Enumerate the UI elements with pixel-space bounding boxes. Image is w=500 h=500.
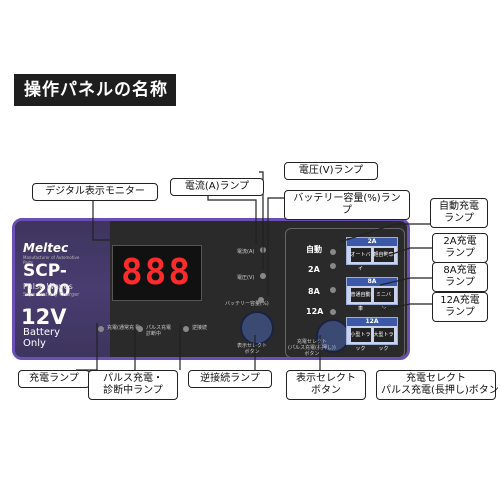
charge-lamp — [98, 326, 104, 332]
capacity-lamp — [258, 297, 264, 303]
callout-8a-lamp: 8A充電 ランプ — [432, 262, 488, 292]
display-select-label: 表示セレクト ボタン — [237, 343, 268, 355]
model-sub1: Pulse Waves — [23, 282, 73, 291]
minivan-icon: ミニバン — [373, 288, 394, 312]
charge-select-button[interactable] — [316, 319, 350, 353]
model-sub2: Super Battery Charger — [23, 292, 80, 298]
brand-logo: Meltec — [23, 241, 69, 255]
large-truck-icon: 大型トラック — [373, 328, 394, 352]
callout-charge-lamp: 充電ランプ — [18, 370, 90, 388]
mode-2a-label: 2A — [308, 265, 320, 274]
box-2a-title: 2A — [347, 238, 397, 246]
small-truck-icon: 小型トラック — [350, 328, 371, 352]
mode-12a-lamp — [330, 309, 336, 315]
reverse-status-label: 逆接続 — [192, 325, 208, 331]
mode-2a-lamp — [330, 263, 336, 269]
callout-display-select: 表示セレクト ボタン — [286, 370, 366, 400]
callout-pulse-lamp: パルス充電・ 診断中ランプ — [88, 370, 178, 400]
display-select-button[interactable] — [240, 311, 274, 345]
mode-8a-label: 8A — [308, 287, 320, 296]
voltage-lamp — [260, 273, 266, 279]
reverse-lamp — [183, 326, 189, 332]
mode-8a-lamp — [330, 287, 336, 293]
control-panel: Meltec Manufacturer of Automotive Parts … — [12, 218, 410, 360]
kei-car-icon: 軽自動車 — [373, 248, 394, 262]
current-lamp-label: 電流(A) — [237, 249, 255, 255]
callout-voltage-lamp: 電圧(V)ランプ — [284, 162, 378, 180]
callout-capacity-lamp: バッテリー容量(%)ランプ — [284, 190, 410, 220]
callout-2a-lamp: 2A充電 ランプ — [432, 233, 488, 263]
box-8a-title: 8A — [347, 278, 397, 286]
callout-charge-select: 充電セレクト パルス充電(長押し)ボタン — [376, 370, 499, 400]
page-title: 操作パネルの名称 — [14, 74, 176, 106]
charge-mode-area: 自動 2A 8A 12A 充電セレクト (パルス充電(長押し)) ボタン 2A … — [285, 228, 405, 357]
mode-12a-label: 12A — [306, 307, 324, 316]
battery-only-label: Battery Only — [23, 327, 60, 349]
callout-auto-lamp: 自動充電 ランプ — [430, 198, 488, 228]
brand-subtitle: Manufacturer of Automotive Parts — [23, 255, 80, 265]
digital-display: 888 — [112, 245, 202, 301]
battery-line1: Battery — [23, 327, 61, 338]
mode-auto-label: 自動 — [306, 245, 322, 254]
display-digits: 888 — [121, 252, 193, 293]
callout-reverse-lamp: 逆接続ランプ — [188, 370, 272, 388]
panel-brand-area: Meltec Manufacturer of Automotive Parts … — [15, 221, 110, 357]
voltage-label: 12V — [21, 305, 67, 329]
auto-mode-lamp — [330, 249, 336, 255]
capacity-lamp-label: バッテリー容量(%) — [225, 301, 269, 307]
current-lamp — [260, 247, 266, 253]
charge-select-label: 充電セレクト (パルス充電(長押し)) ボタン — [288, 339, 336, 357]
box-2a: 2A オートバイ 軽自動車 — [346, 237, 398, 272]
pulse-status-label: パルス充電 診断中 — [146, 325, 172, 337]
model-name: SCP-1200 — [23, 261, 71, 301]
callout-12a-lamp: 12A充電 ランプ — [432, 292, 488, 322]
voltage-lamp-label: 電圧(V) — [237, 275, 255, 281]
car-icon: 普通自動車 — [350, 288, 371, 312]
box-12a: 12A 小型トラック 大型トラック — [346, 317, 398, 352]
callout-current-lamp: 電流(A)ランプ — [170, 178, 264, 196]
charge-status-label: 充電(通常充電) — [107, 325, 141, 331]
callout-digital-display: デジタル表示モニター — [32, 183, 158, 201]
box-8a: 8A 普通自動車 ミニバン — [346, 277, 398, 312]
pulse-lamp — [137, 326, 143, 332]
battery-line2: Only — [23, 338, 46, 349]
motorcycle-icon: オートバイ — [350, 248, 371, 272]
box-12a-title: 12A — [347, 318, 397, 326]
